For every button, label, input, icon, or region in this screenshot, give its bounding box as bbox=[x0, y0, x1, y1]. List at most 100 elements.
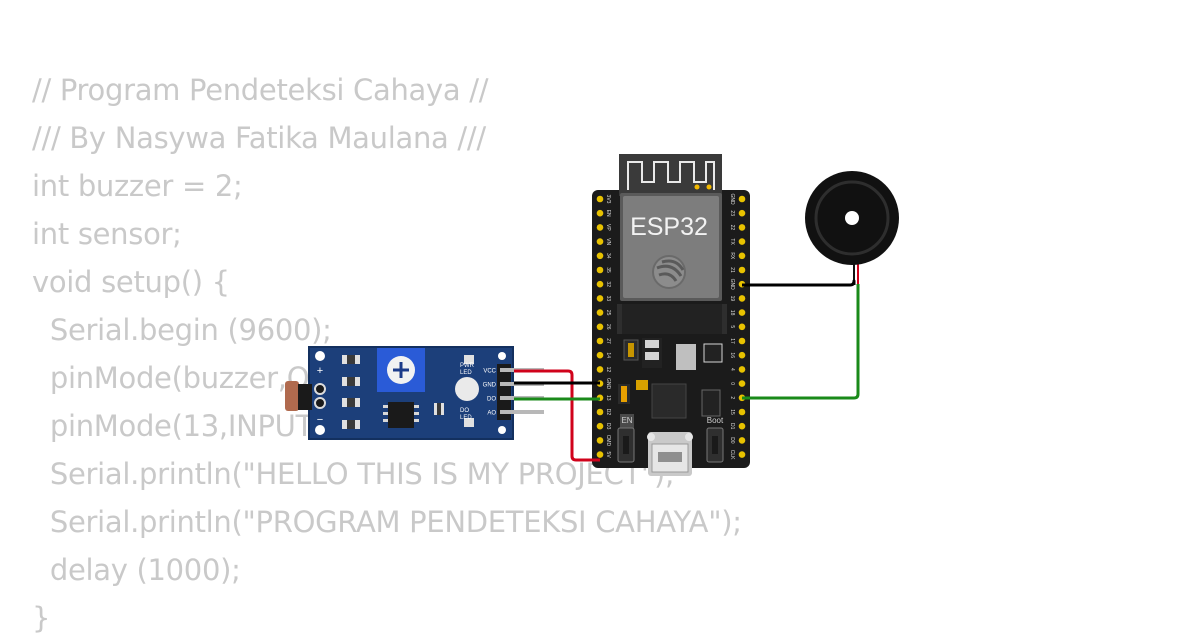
esp32-pin[interactable] bbox=[596, 437, 604, 444]
esp32-pin[interactable] bbox=[738, 209, 746, 217]
sensor-plus-label: + bbox=[317, 365, 323, 377]
svg-text:DO: DO bbox=[460, 408, 469, 414]
do-led-label: DO LED bbox=[460, 408, 472, 421]
esp32-pin-label: 23 bbox=[729, 210, 735, 216]
esp32-pin[interactable] bbox=[596, 295, 604, 302]
esp32-pin-label: 2 bbox=[729, 396, 735, 399]
buzzer[interactable] bbox=[805, 171, 899, 284]
sensor-minus-label: − bbox=[317, 414, 323, 426]
esp32-pin[interactable] bbox=[596, 195, 604, 203]
esp32-pin[interactable] bbox=[738, 323, 746, 331]
esp32-pin-label: 4 bbox=[729, 368, 735, 371]
esp32-pin-label: GND bbox=[729, 279, 735, 291]
esp32-pin[interactable] bbox=[738, 366, 746, 373]
esp32-pin-label: CMD bbox=[605, 435, 611, 447]
antenna-trace bbox=[627, 161, 715, 190]
espressif-logo-icon bbox=[652, 255, 686, 289]
svg-text:PWR: PWR bbox=[460, 363, 475, 369]
potentiometer-cross-icon bbox=[393, 362, 409, 378]
esp32-board[interactable]: ESP32 EN Boot bbox=[592, 154, 750, 476]
code-line: Serial.begin (9600); bbox=[32, 313, 332, 347]
esp32-pin[interactable] bbox=[738, 266, 746, 274]
wires bbox=[514, 279, 860, 462]
esp32-pin-label: 3V3 bbox=[605, 195, 611, 204]
code-line: Serial.println("HELLO THIS IS MY PROJECT… bbox=[32, 457, 675, 491]
esp32-pin[interactable] bbox=[738, 195, 746, 203]
esp32-pin-label: 5 bbox=[729, 325, 735, 328]
esp32-pin-label: 33 bbox=[605, 296, 611, 302]
code-line: // Program Pendeteksi Cahaya // bbox=[32, 73, 489, 107]
esp32-pin-label: 22 bbox=[729, 225, 735, 231]
esp32-pin[interactable] bbox=[596, 266, 604, 274]
esp32-pin[interactable] bbox=[596, 224, 604, 231]
esp32-pin[interactable] bbox=[738, 252, 746, 260]
code-line: /// By Nasywa Fatika Maulana /// bbox=[32, 121, 486, 155]
pwr-led-label: PWR LED bbox=[460, 363, 475, 376]
code-line: delay (1000); bbox=[32, 553, 241, 587]
esp32-pin[interactable] bbox=[738, 437, 746, 444]
esp32-pin[interactable] bbox=[738, 224, 746, 231]
code-line: int buzzer = 2; bbox=[32, 169, 243, 203]
code-line: } bbox=[32, 601, 51, 635]
sensor-pin-label: DO bbox=[487, 397, 496, 403]
code-listing: // Program Pendeteksi Cahaya // /// By Na… bbox=[32, 66, 742, 642]
esp32-pin[interactable] bbox=[596, 366, 604, 373]
esp32-pin-label: CLK bbox=[729, 450, 735, 460]
esp32-pin-label: 34 bbox=[605, 253, 611, 259]
esp32-pin[interactable] bbox=[596, 209, 604, 217]
esp32-pin[interactable] bbox=[596, 451, 604, 458]
esp32-pin-label: VP bbox=[605, 224, 611, 231]
esp32-left-pin-header: 3V3ENVPVN343532332526271412GND13D2D3CMD5… bbox=[596, 195, 611, 459]
esp32-pin[interactable] bbox=[738, 238, 746, 245]
esp32-pin[interactable] bbox=[738, 309, 746, 316]
sensor-pin-label: GND bbox=[483, 383, 497, 389]
esp32-boot-label: Boot bbox=[707, 416, 724, 425]
sensor-pin[interactable] bbox=[500, 410, 544, 414]
esp32-pin-label: D1 bbox=[729, 423, 735, 430]
esp32-pin[interactable] bbox=[738, 451, 746, 458]
esp32-pin-label: 16 bbox=[729, 352, 735, 358]
esp32-pin[interactable] bbox=[596, 422, 604, 430]
esp32-pin-label: D2 bbox=[605, 409, 611, 416]
wire-vcc bbox=[514, 369, 600, 462]
esp32-pin[interactable] bbox=[738, 337, 746, 345]
esp32-pin[interactable] bbox=[596, 309, 604, 316]
esp32-pin[interactable] bbox=[596, 280, 604, 288]
esp32-pin[interactable] bbox=[738, 351, 746, 359]
esp32-pin[interactable] bbox=[596, 408, 604, 416]
esp32-pin-label: 0 bbox=[729, 382, 735, 385]
sensor-pin-label: AO bbox=[487, 411, 496, 417]
sensor-pin-label: VCC bbox=[483, 369, 496, 375]
sensor-led bbox=[455, 377, 479, 401]
esp32-pin-label: 14 bbox=[605, 352, 611, 358]
usb-port-icon[interactable] bbox=[647, 432, 693, 476]
code-line: Serial.println("PROGRAM PENDETEKSI CAHAY… bbox=[32, 505, 742, 539]
esp32-pin-label: TX bbox=[729, 238, 735, 245]
light-sensor-module[interactable]: + − PWR LED bbox=[285, 346, 544, 440]
esp32-pin-label: 5V bbox=[605, 452, 611, 459]
esp32-pin[interactable] bbox=[596, 323, 604, 331]
esp32-pin[interactable] bbox=[738, 422, 746, 430]
esp32-pin[interactable] bbox=[596, 351, 604, 359]
esp32-pin[interactable] bbox=[596, 252, 604, 260]
esp32-pin-label: VN bbox=[605, 238, 611, 245]
svg-text:LED: LED bbox=[460, 370, 472, 376]
esp32-pin[interactable] bbox=[596, 337, 604, 345]
esp32-pin-label: D3 bbox=[605, 423, 611, 430]
esp32-pin-label: 35 bbox=[605, 267, 611, 273]
esp32-pin-label: EN bbox=[605, 210, 611, 217]
esp32-pin[interactable] bbox=[596, 238, 604, 245]
esp32-pin-label: 17 bbox=[729, 338, 735, 344]
code-line: int sensor; bbox=[32, 217, 182, 251]
esp32-pin-label: 27 bbox=[605, 338, 611, 344]
esp32-pin[interactable] bbox=[738, 380, 746, 387]
esp32-pin-label: 32 bbox=[605, 281, 611, 287]
esp32-pin-label: 15 bbox=[729, 409, 735, 415]
esp32-pin-label: 19 bbox=[729, 296, 735, 302]
esp32-pin-label: GND bbox=[729, 193, 735, 205]
esp32-pin-label: 18 bbox=[729, 310, 735, 316]
esp32-pin[interactable] bbox=[738, 408, 746, 416]
esp32-pin[interactable] bbox=[738, 295, 746, 302]
esp32-pin-label: D0 bbox=[729, 437, 735, 444]
